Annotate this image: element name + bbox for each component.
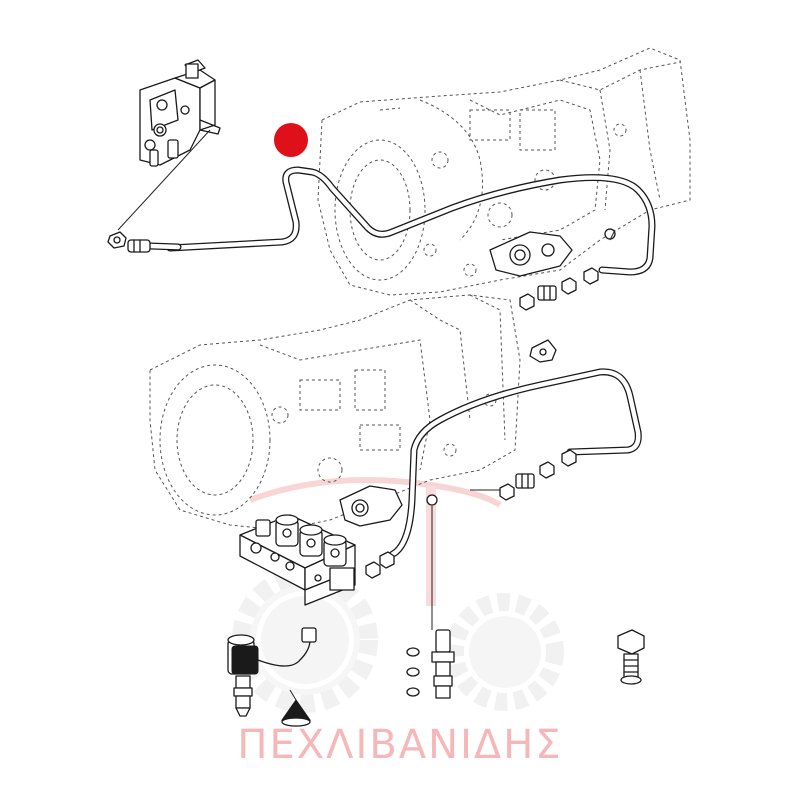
fitting-nut-8 xyxy=(379,551,395,569)
upper-pipe xyxy=(166,166,656,276)
solenoid-coil-3 xyxy=(323,534,347,567)
upper-sensor-unit xyxy=(489,231,573,277)
fitting-nut-6 xyxy=(561,449,577,467)
watermark-tractor-arc xyxy=(248,477,502,508)
fitting-adapter-1 xyxy=(537,285,557,301)
upper-transmission-housing xyxy=(317,47,691,296)
fitting-adapter-2 xyxy=(515,473,535,489)
lower-transmission-housing xyxy=(149,294,521,531)
sensor-cap xyxy=(281,689,311,727)
highlight-marker xyxy=(274,123,308,157)
upper-fittings-row xyxy=(519,228,616,311)
manifold-fittings xyxy=(365,494,438,630)
watermark-logo xyxy=(232,477,564,713)
watermark-text: ΠΕΧΛΙΒΑΝΙΔΗΣ xyxy=(237,722,563,768)
hose-nut xyxy=(107,231,127,249)
fitting-nut-7 xyxy=(365,561,381,579)
lower-pipe xyxy=(380,368,642,564)
fitting-nut-2 xyxy=(561,277,577,295)
pipe-clip xyxy=(529,339,557,363)
o-ring-1 xyxy=(406,647,420,657)
fitting-nut-1 xyxy=(519,293,535,311)
solenoid-coil-assembly xyxy=(227,627,317,717)
banjo-fitting-column xyxy=(406,629,455,699)
solenoid-coil-1 xyxy=(275,514,299,547)
hollow-bolt xyxy=(617,629,645,685)
lower-fittings-row xyxy=(470,449,577,501)
washer xyxy=(620,675,642,685)
lower-sensor-unit xyxy=(339,485,403,527)
solenoid-coil-2 xyxy=(299,524,323,557)
hose-assembly xyxy=(107,129,211,253)
fitting-nut-4 xyxy=(499,483,515,501)
watermark-small-wheel xyxy=(446,593,564,711)
fitting-bolt-head xyxy=(426,494,438,506)
fitting-nut-3 xyxy=(583,267,599,285)
control-valve-block xyxy=(139,59,221,167)
o-ring-2 xyxy=(406,667,420,677)
watermark-tractor-post xyxy=(426,486,436,606)
solenoid-valve-manifold xyxy=(239,514,356,606)
o-ring-3 xyxy=(406,687,420,697)
hose-end-fitting xyxy=(127,239,151,253)
fitting-nut-5 xyxy=(539,461,555,479)
